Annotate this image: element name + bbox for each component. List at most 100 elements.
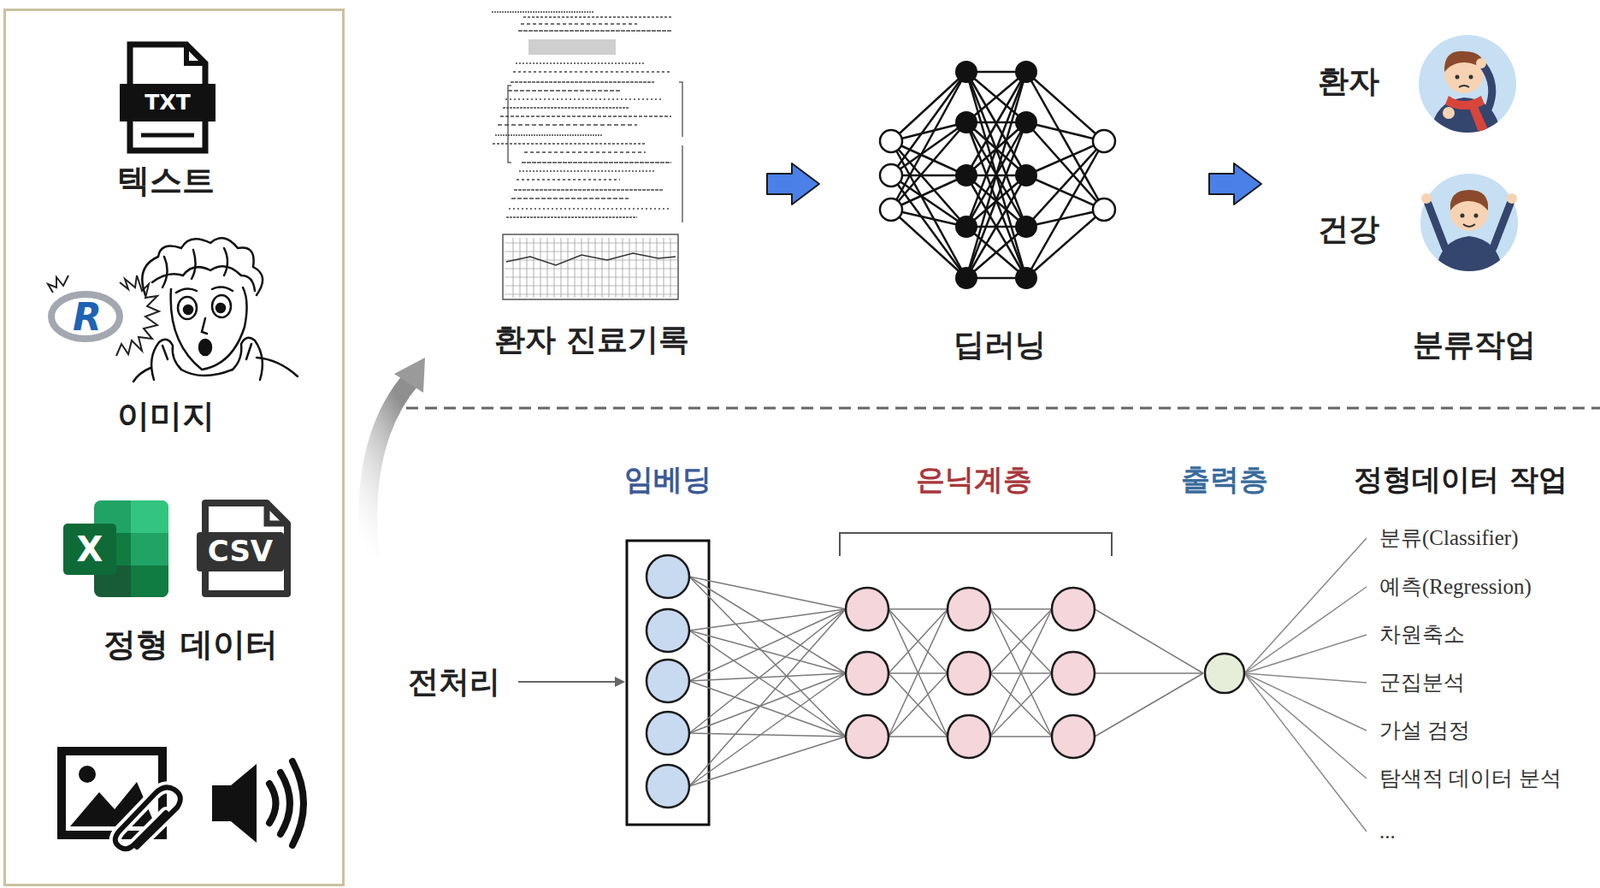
net-node: [1015, 266, 1038, 290]
chart-grid: [622, 237, 624, 298]
layer-link: [689, 673, 846, 733]
net-link: [1026, 122, 1105, 210]
curved-arrow: [367, 357, 426, 556]
hidden-unit: [947, 651, 991, 695]
net-node: [955, 215, 978, 238]
chart-grid: [588, 237, 590, 298]
scan-line: [508, 207, 672, 210]
layer-link: [990, 673, 1052, 737]
net-link: [966, 122, 1027, 278]
chart-grid: [540, 237, 542, 298]
scan-line: [524, 151, 646, 154]
layer-link: [1094, 672, 1204, 674]
task-leader: [1244, 673, 1367, 731]
layer-link: [888, 608, 948, 674]
chart-grid: [629, 237, 631, 298]
layer-link: [888, 673, 948, 737]
embedding-unit: [646, 608, 690, 652]
chart-grid: [554, 237, 555, 298]
class-label: 환자: [1317, 63, 1380, 99]
net-node: [1015, 60, 1038, 83]
task-item: ...: [1379, 819, 1396, 845]
scan-line: [521, 161, 672, 164]
task-leader: [1244, 673, 1367, 779]
chart-grid: [560, 237, 562, 298]
hidden-unit: [1051, 714, 1095, 758]
icon-text: TXT: [144, 90, 190, 116]
layer-link: [689, 608, 846, 786]
layer-link: [990, 673, 1052, 737]
chart-grid: [504, 251, 678, 253]
bracket: [839, 532, 1112, 556]
sick-patient-icon: [1418, 35, 1517, 139]
chart-grid: [504, 259, 678, 261]
scan-line: [500, 115, 672, 118]
neural-network-icon: [879, 60, 1116, 290]
chart-curve: [506, 253, 676, 266]
net-node: [879, 164, 903, 187]
media-icons: [61, 750, 304, 849]
task-leader: [1244, 586, 1367, 674]
stage-label: 딥러닝: [953, 326, 1046, 362]
net-link: [1026, 209, 1105, 278]
net-node: [1092, 129, 1116, 153]
net-node: [1015, 164, 1038, 187]
source-label: 이미지: [117, 397, 215, 436]
net-node: [1092, 198, 1116, 221]
embedding-unit: [646, 711, 690, 755]
chart-grid: [608, 237, 610, 298]
layer-link: [689, 673, 846, 681]
hidden-unit: [845, 587, 889, 631]
net-node: [955, 266, 978, 290]
net-link: [1026, 175, 1105, 210]
task-item: 군집분석: [1379, 670, 1465, 696]
scan-line: [511, 197, 629, 200]
layer-heading: 정형데이터 작업: [1353, 462, 1568, 496]
layer-link: [888, 608, 948, 737]
task-item: 가설 검정: [1379, 718, 1471, 744]
net-link: [966, 122, 1027, 278]
chart-grid: [581, 237, 583, 298]
scan-line: [491, 11, 595, 13]
scan-line: [495, 134, 603, 136]
layer-heading: 은닉계층: [915, 462, 1033, 496]
scan-line: [513, 70, 672, 73]
layer-link: [689, 608, 846, 733]
scan-line: [519, 170, 655, 172]
net-link: [966, 226, 1027, 278]
chart-grid: [670, 237, 672, 298]
cartoon-face: [133, 237, 298, 382]
record-scan: [474, 5, 685, 302]
chart-grid: [547, 237, 549, 298]
layer-link: [689, 576, 846, 737]
scan-line: [520, 23, 638, 25]
layer-link: [1094, 673, 1204, 737]
layer-link: [888, 673, 948, 737]
chart-grid: [504, 268, 678, 270]
net-link: [1026, 141, 1105, 227]
task-item: 차원축소: [1379, 622, 1465, 648]
hidden-unit: [845, 714, 889, 758]
stage-label: 환자 진료기록: [494, 321, 691, 357]
chart-grid: [513, 237, 514, 298]
icon-text: CSV: [207, 534, 273, 568]
input-label: 전처리: [407, 663, 501, 699]
hidden-unit: [1051, 587, 1095, 631]
layer-link: [689, 736, 846, 786]
chart-grid: [533, 237, 535, 298]
chart-grid: [504, 285, 678, 287]
net-node: [1015, 215, 1038, 238]
layer-link: [689, 576, 846, 609]
chart-grid: [656, 237, 658, 298]
chart-grid: [504, 242, 678, 244]
net-link: [1026, 141, 1105, 176]
layer-link: [689, 576, 846, 674]
scan-line: [506, 216, 638, 219]
source-label: 텍스트: [117, 162, 215, 201]
net-link: [1026, 71, 1105, 142]
net-node: [955, 60, 978, 83]
net-node: [955, 111, 978, 134]
scan-line: [523, 16, 672, 18]
net-link: [966, 71, 1027, 227]
